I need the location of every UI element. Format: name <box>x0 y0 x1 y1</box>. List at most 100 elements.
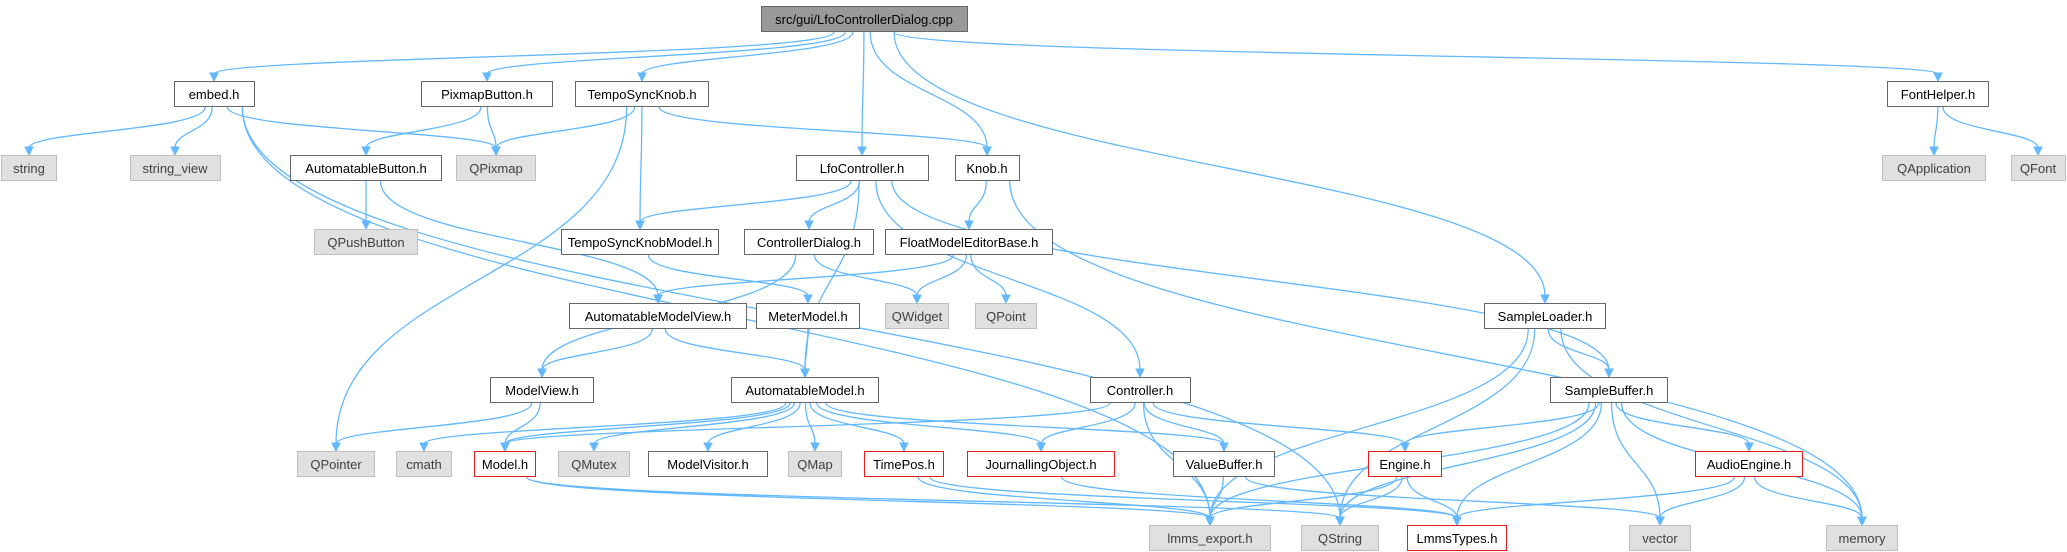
arrowhead-automatablemodel-to-cmath <box>419 442 429 453</box>
node-modelvisitor[interactable]: ModelVisitor.h <box>648 451 768 477</box>
edge-modelview-to-model <box>504 402 541 445</box>
edge-root-to-fonthelper <box>893 31 1939 75</box>
node-pixmapbutton[interactable]: PixmapButton.h <box>421 81 553 107</box>
edge-sampleloader-to-lmms_export <box>1209 328 1529 519</box>
node-qapplication[interactable]: QApplication <box>1882 155 1986 181</box>
arrowhead-controller-to-journallingobject <box>1036 442 1046 453</box>
node-model[interactable]: Model.h <box>474 451 536 477</box>
edge-engine-to-qstring <box>1339 476 1403 519</box>
arrowhead-metermodel-to-automatablemodel <box>800 368 810 379</box>
edge-root-to-temposyncknob <box>641 31 854 75</box>
node-metermodel[interactable]: MeterModel.h <box>756 303 860 329</box>
arrowhead-root-to-fonthelper <box>1933 72 1943 83</box>
edge-root-to-knob <box>869 31 988 149</box>
edge-sampleloader-to-memory <box>1560 328 1863 519</box>
node-string[interactable]: string <box>1 155 57 181</box>
node-automatablemodelview[interactable]: AutomatableModelView.h <box>569 303 747 329</box>
edge-fonthelper-to-qfont <box>1942 106 2039 149</box>
edge-audioengine-to-memory <box>1754 476 1863 519</box>
node-floatmodeleditorbase[interactable]: FloatModelEditorBase.h <box>885 229 1053 255</box>
edge-fonthelper-to-qapplication <box>1933 106 1939 149</box>
node-qwidget[interactable]: QWidget <box>885 303 949 329</box>
edge-controller-to-model <box>504 402 1111 445</box>
edge-samplebuffer-to-vector <box>1610 402 1661 519</box>
node-temposyncknob[interactable]: TempoSyncKnob.h <box>575 81 709 107</box>
arrowhead-modelview-to-qpointer <box>331 442 341 453</box>
node-qpushbutton[interactable]: QPushButton <box>314 229 418 255</box>
arrowhead-root-to-temposyncknob <box>637 72 647 83</box>
edge-timepos-to-lmms_export <box>917 476 1211 519</box>
edge-temposyncknobmodel-to-metermodel <box>647 254 809 297</box>
node-valuebuffer[interactable]: ValueBuffer.h <box>1173 451 1275 477</box>
node-lmms-export[interactable]: lmms_export.h <box>1149 525 1271 551</box>
node-controller[interactable]: Controller.h <box>1089 377 1191 403</box>
edge-automatablemodel-to-valuebuffer <box>825 402 1225 445</box>
node-journallingobject[interactable]: JournallingObject.h <box>967 451 1115 477</box>
arrowhead-controller-to-model <box>500 442 510 453</box>
edge-temposyncknob-to-knob <box>658 106 988 149</box>
node-root[interactable]: src/gui/LfoControllerDialog.cpp <box>760 6 968 32</box>
node-fonthelper[interactable]: FontHelper.h <box>1887 81 1989 107</box>
arrowhead-embed-to-string_view <box>170 146 180 157</box>
node-qfont[interactable]: QFont <box>2010 155 2066 181</box>
node-memory[interactable]: memory <box>1826 525 1898 551</box>
node-automatablemodel[interactable]: AutomatableModel.h <box>731 377 879 403</box>
node-modelview[interactable]: ModelView.h <box>490 377 594 403</box>
edge-controller-to-journallingobject <box>1040 402 1136 445</box>
edge-floatmodeleditorbase-to-qwidget <box>916 254 968 297</box>
edge-controllerdialog-to-qwidget <box>813 254 918 297</box>
node-sampleloader[interactable]: SampleLoader.h <box>1484 303 1606 329</box>
edge-lfocontroller-to-samplebuffer <box>891 180 1610 371</box>
arrowhead-root-to-sampleloader <box>1540 294 1550 305</box>
node-automatablebutton[interactable]: AutomatableButton.h <box>290 155 442 181</box>
edge-timepos-to-lmmstypes <box>929 476 1458 519</box>
edge-root-to-lfocontroller <box>861 31 865 149</box>
node-lfocontroller[interactable]: LfoController.h <box>795 155 929 181</box>
node-string-view[interactable]: string_view <box>129 155 221 181</box>
edge-lfocontroller-to-temposyncknobmodel <box>639 180 852 223</box>
node-qmutex[interactable]: QMutex <box>558 451 630 477</box>
node-controllerdialog[interactable]: ControllerDialog.h <box>744 229 874 255</box>
node-timepos[interactable]: TimePos.h <box>864 451 944 477</box>
edge-automatablemodel-to-qmutex <box>593 402 796 445</box>
node-vector[interactable]: vector <box>1629 525 1691 551</box>
node-lmmstypes[interactable]: LmmsTypes.h <box>1407 525 1507 551</box>
edge-engine-to-lmms_export <box>1209 476 1398 519</box>
node-qpoint[interactable]: QPoint <box>975 303 1037 329</box>
arrowhead-temposyncknob-to-qpixmap <box>491 146 501 157</box>
arrowhead-lfocontroller-to-controllerdialog <box>804 220 814 231</box>
edge-automatablemodel-to-journallingobject <box>816 402 1042 445</box>
arrowhead-engine-to-lmms_export <box>1205 516 1215 527</box>
node-audioengine[interactable]: AudioEngine.h <box>1695 451 1803 477</box>
edge-embed-to-string_view <box>174 106 213 149</box>
node-qpointer[interactable]: QPointer <box>297 451 375 477</box>
edge-root-to-embed <box>213 31 835 75</box>
arrowhead-root-to-lfocontroller <box>857 146 867 157</box>
edge-floatmodeleditorbase-to-qpoint <box>970 254 1007 297</box>
edge-samplebuffer-to-engine <box>1404 402 1600 445</box>
node-knob[interactable]: Knob.h <box>954 155 1020 181</box>
edge-sampleloader-to-qstring <box>1339 328 1536 519</box>
edge-journallingobject-to-lmmstypes <box>1061 476 1458 519</box>
node-qpixmap[interactable]: QPixmap <box>456 155 536 181</box>
arrowhead-automatablemodel-to-qmutex <box>589 442 599 453</box>
arrowhead-fonthelper-to-qfont <box>2033 146 2043 157</box>
node-engine[interactable]: Engine.h <box>1368 451 1442 477</box>
arrowhead-root-to-pixmapbutton <box>482 72 492 83</box>
node-samplebuffer[interactable]: SampleBuffer.h <box>1550 377 1668 403</box>
edge-controller-to-valuebuffer <box>1143 402 1225 445</box>
arrowhead-sampleloader-to-samplebuffer <box>1604 368 1614 379</box>
node-qmap[interactable]: QMap <box>788 451 842 477</box>
node-qstring[interactable]: QString <box>1301 525 1379 551</box>
edge-automatablemodel-to-modelvisitor <box>707 402 801 445</box>
node-cmath[interactable]: cmath <box>396 451 452 477</box>
node-temposyncknobmodel[interactable]: TempoSyncKnobModel.h <box>561 229 719 255</box>
edge-samplebuffer-to-lmmstypes <box>1456 402 1603 519</box>
arrowhead-samplebuffer-to-engine <box>1400 442 1410 453</box>
arrowhead-audioengine-to-lmmstypes <box>1452 516 1462 527</box>
edge-pixmapbutton-to-automatablebutton <box>365 106 482 149</box>
edge-sampleloader-to-samplebuffer <box>1547 328 1610 371</box>
edge-model-to-qstring <box>526 476 1341 519</box>
node-embed[interactable]: embed.h <box>173 81 255 107</box>
arrowhead-audioengine-to-memory <box>1857 516 1867 527</box>
